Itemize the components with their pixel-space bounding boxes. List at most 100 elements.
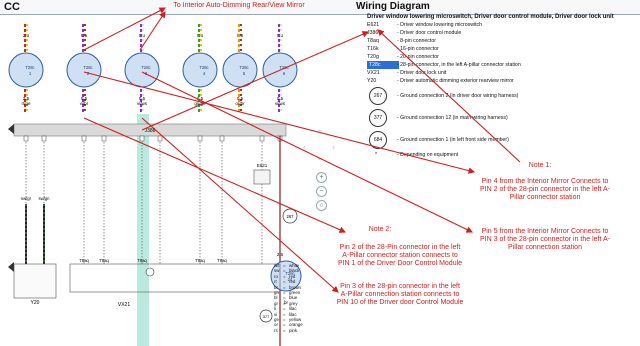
legend-code-highlighted[interactable]: T28c — [367, 61, 399, 69]
legend-desc: Ground connection 2 (in driver door wiri… — [397, 85, 518, 107]
arrow-to-note2-b — [141, 117, 339, 293]
wire-code: li — [274, 306, 276, 312]
module-band-j386 — [13, 123, 287, 137]
highlight-column — [137, 114, 149, 346]
equals-sign: = — [283, 263, 286, 268]
connector-circle — [8, 52, 44, 88]
connector-circle — [270, 260, 302, 292]
pin-box — [41, 135, 47, 142]
ground-circle: 377 — [369, 109, 387, 127]
wire-color-name: lilac — [289, 311, 297, 317]
wire-code: ge — [274, 317, 279, 323]
wire-gauge-label: 0.5 — [139, 96, 146, 101]
legend-code: J386 — [367, 30, 379, 36]
legend-code: VX21 — [367, 70, 380, 76]
annotation-top: To Interior Auto-Dimming Rear/View Mirro… — [173, 2, 305, 9]
wire-gauge-label: 0.5 — [81, 96, 88, 101]
legend-desc: 8-pin connector — [397, 37, 436, 45]
wire-color-name: brown — [289, 284, 301, 290]
connector-label: T28c — [25, 65, 34, 70]
motor-symbol — [145, 267, 155, 277]
legend-desc: 28-pin connector, in the left A-pillar c… — [397, 61, 521, 69]
pin-box — [219, 135, 225, 142]
wire-code: sw — [274, 268, 280, 274]
note2-text-a: Pin 2 of the 28-Pin connector in the lef… — [337, 244, 463, 268]
connector-pin-label: 6 — [283, 71, 286, 76]
wire-color-label: rt/ge — [21, 101, 31, 106]
wire-gauge-label: 0.5 — [197, 96, 204, 101]
wire-code-row: li=lilac — [274, 306, 303, 311]
zoom-fit-icon[interactable]: ○ — [316, 200, 327, 211]
connector-label: T8aq — [79, 258, 89, 263]
legend-row-ground-377: 377 Ground connection 12 (in main wiring… — [367, 107, 637, 129]
legend-row-ground-267: 267 Ground connection 2 (in driver door … — [367, 85, 637, 107]
equals-sign: = — [283, 327, 286, 333]
wire-code-row: ro=red — [274, 274, 303, 279]
pan-left-icon[interactable]: ‹ — [303, 142, 306, 152]
wire-code: ws — [274, 263, 280, 268]
equals-sign: = — [283, 279, 286, 285]
wire-gauge-label: 0.5 — [277, 96, 284, 101]
legend-code: Y20 — [367, 78, 377, 84]
scroll-left-icon[interactable] — [8, 124, 14, 134]
component-y20-box — [13, 263, 57, 299]
wire-color-label: gn/ge — [194, 101, 206, 106]
wire-code-row: rs=pink — [274, 328, 303, 333]
wire-code-row: br=brown — [274, 285, 303, 290]
module-label: J386 — [145, 128, 156, 134]
zoom-in-icon[interactable]: + — [316, 172, 327, 183]
zoom-out-icon[interactable]: − — [316, 186, 327, 197]
connector-pin-label: 5 — [243, 71, 246, 76]
note1-title: Note 1: — [528, 162, 552, 169]
wire-color-label: sw/gr — [21, 196, 32, 201]
wire-color-name: black — [289, 268, 300, 274]
legend-code: E621 — [367, 22, 380, 28]
wire-color-name: red — [289, 273, 296, 279]
wiring-diagram: 2.5T28c12.5rt/ge0.5T28c20.5vi/br0.5T28c3… — [8, 24, 302, 346]
connector-label: T28c — [83, 65, 92, 70]
arrow-note1-to-legend — [377, 29, 521, 163]
legend-code: T16k — [367, 46, 379, 52]
wire-color-name: blue — [289, 295, 298, 301]
scroll-left-lower-icon[interactable] — [8, 262, 14, 272]
wire-color-label: br — [284, 300, 289, 305]
equals-sign: = — [283, 268, 286, 274]
pan-right-icon[interactable]: › — [332, 142, 335, 152]
connector-label: T28c — [285, 271, 294, 276]
wire-color-name: yellow — [289, 317, 302, 323]
wire-gauge-label: 2.5 — [277, 252, 284, 257]
ground-label: 267 — [287, 214, 295, 219]
component-legend: E621 Driver window lowering microswitch … — [367, 21, 637, 159]
component-label-y20: Y20 — [31, 300, 40, 306]
legend-row-y20: Y20 Driver automatic dimming exterior re… — [367, 77, 637, 85]
wire-code: rs — [274, 327, 278, 333]
connector-pin-label: 4 — [203, 71, 206, 76]
ground-circle: 267 — [369, 87, 387, 105]
wire-gauge-label: 2.5 — [23, 96, 30, 101]
pan-down-icon[interactable]: ⌄ — [316, 152, 324, 162]
legend-desc: 16-pin connector — [397, 45, 439, 53]
ground-circle-377 — [259, 309, 273, 323]
wire-color-name: orange — [289, 322, 303, 328]
wire-code: gr — [274, 300, 278, 306]
arrow-to-mirror-note — [83, 7, 166, 51]
note2-title: Note 2: — [368, 226, 392, 233]
wire-code-row: vi=lilac — [274, 312, 303, 317]
legend-row-t28c[interactable]: T28c 28-pin connector, in the left A-pil… — [367, 61, 637, 69]
wire-code: vi — [274, 311, 278, 317]
wire-code: or — [274, 322, 278, 328]
switch-e621 — [253, 169, 271, 185]
wire-code: gn — [274, 290, 279, 296]
note1-text-b: Pin 5 from the Interior Mirror Connects … — [480, 228, 610, 252]
equals-sign: = — [283, 284, 286, 290]
page-title: CC — [4, 1, 20, 13]
wire-code-row: sw=black — [274, 268, 303, 273]
connector-label: T8aq — [99, 258, 109, 263]
arrow-to-mirror-note — [139, 11, 166, 51]
arrow-column-to-legend — [141, 31, 370, 131]
equals-sign: = — [283, 317, 286, 323]
wire-code-row: rt=red — [274, 279, 303, 284]
legend-code: T20g — [367, 54, 379, 60]
connector-label: T8aq — [137, 258, 147, 263]
